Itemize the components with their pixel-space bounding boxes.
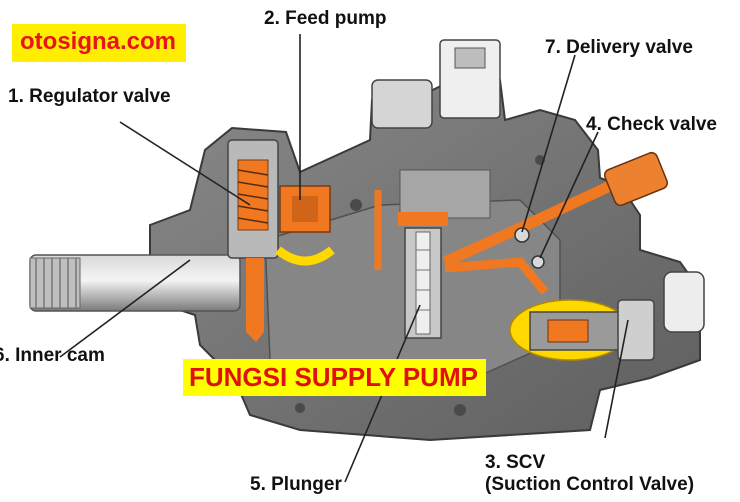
- plunger-rod: [415, 231, 431, 335]
- leader-check: [539, 131, 599, 259]
- fitting-cap: [454, 47, 486, 69]
- label-inner-cam: 6. Inner cam: [0, 345, 105, 366]
- label-feed-pump: 2. Feed pump: [264, 8, 387, 29]
- shaft-thread: [29, 257, 81, 309]
- label-scv-full: (Suction Control Valve): [485, 474, 695, 495]
- fuel-passage: [246, 258, 264, 342]
- diagram-title: FUNGSI SUPPLY PUMP: [183, 359, 486, 396]
- scv-connector: [617, 299, 655, 361]
- upper-chamber: [399, 169, 491, 219]
- label-plunger: 5. Plunger: [250, 474, 342, 495]
- thread-lines: [35, 258, 77, 308]
- scv-plug: [663, 271, 705, 333]
- leader-regulator: [119, 121, 251, 206]
- delivery-valve-ball: [514, 227, 530, 243]
- plunger-rings: [416, 249, 430, 311]
- label-delivery-valve: 7. Delivery valve: [545, 37, 693, 58]
- leader-inner-cam: [59, 259, 191, 358]
- passage-lower: [444, 257, 549, 295]
- watermark-logo: otosigna.com: [12, 24, 187, 62]
- label-regulator-valve: 1. Regulator valve: [8, 86, 171, 107]
- top-connector: [371, 79, 433, 129]
- label-scv: 3. SCV: [485, 452, 546, 473]
- feed-pump-ring: [275, 246, 335, 266]
- housing-bolts: [295, 155, 545, 416]
- delivery-outlet: [603, 151, 669, 207]
- check-valve-ball: [531, 255, 545, 269]
- label-check-valve: 4. Check valve: [586, 114, 717, 135]
- feed-pump-core: [292, 196, 318, 222]
- leader-delivery: [521, 54, 576, 233]
- plunger-chamber-orange: [398, 212, 448, 226]
- scv-core: [547, 319, 589, 343]
- spring-coils: [237, 169, 269, 224]
- leader-scv: [604, 319, 629, 439]
